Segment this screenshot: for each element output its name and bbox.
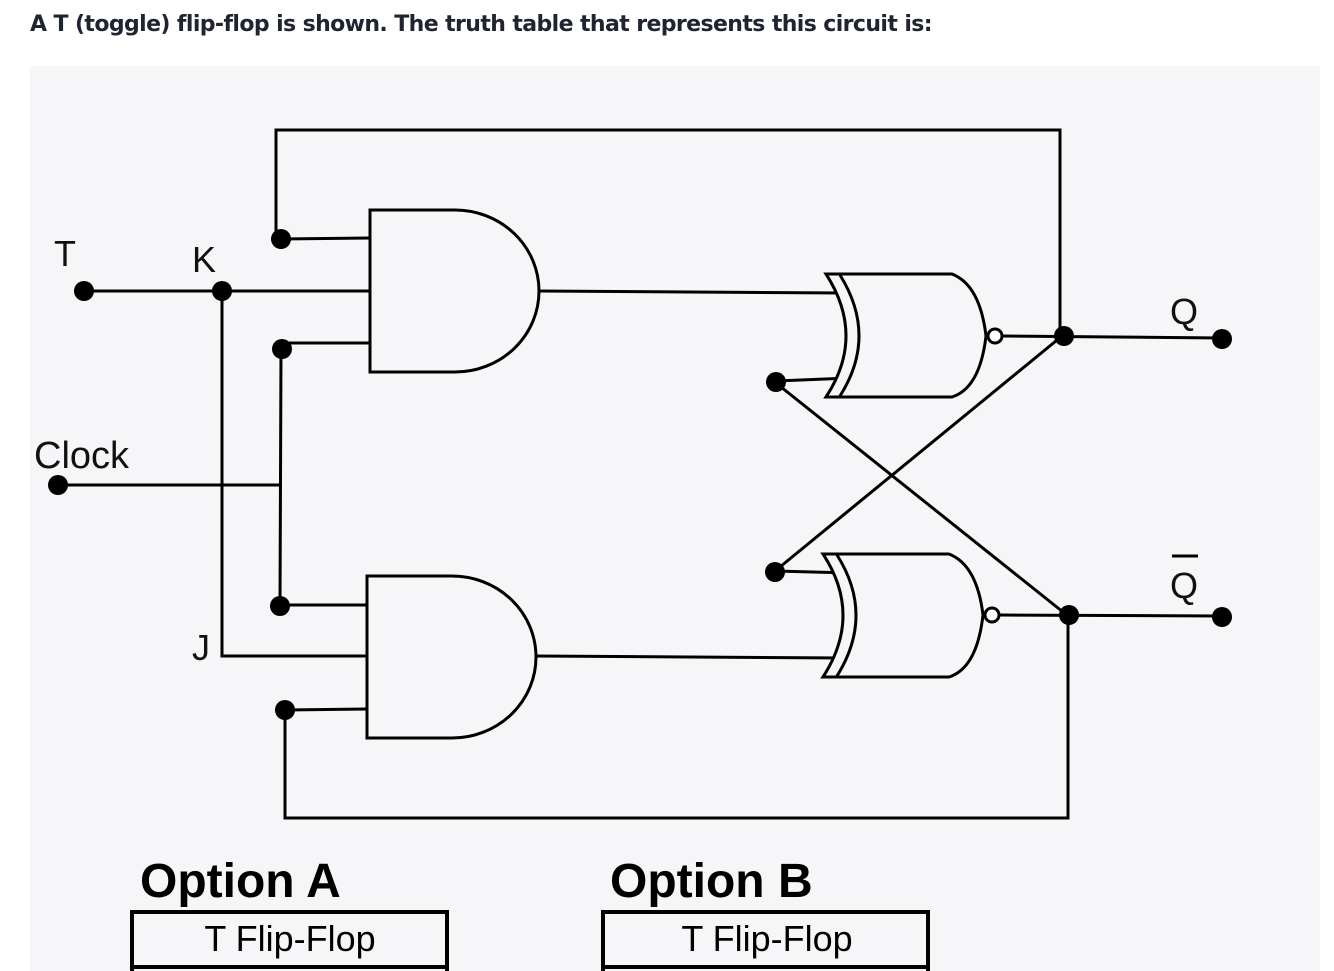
nor-gate-bottom (820, 552, 985, 679)
option-b-title: Option B (610, 855, 813, 908)
nor-gate-top-back-curve (838, 274, 861, 397)
k-label: K (192, 239, 216, 280)
q-bar-label: Q (1170, 565, 1198, 606)
nor-gate-bottom-back-curve (835, 554, 858, 677)
nor-top-bubble (986, 327, 1004, 345)
option-a-title: Option A (140, 855, 341, 908)
and-gate-top (368, 208, 541, 374)
cross-wire-2 (774, 334, 1063, 573)
and1-output-wire (537, 289, 844, 295)
clock-label: Clock (34, 435, 130, 477)
and2-output-wire (534, 654, 844, 660)
cross-wire-1 (775, 381, 1069, 618)
j-wire (220, 291, 367, 658)
circuit-figure (30, 66, 1320, 971)
q-label: Q (1170, 291, 1198, 332)
q-output-wire (1002, 334, 1223, 340)
question-text: A T (toggle) flip-flop is shown. The tru… (30, 12, 933, 37)
option-a-table (130, 910, 449, 971)
wires (58, 128, 1223, 820)
nor-gate-top (823, 272, 988, 399)
option-b-table-header: T Flip-Flop (681, 918, 852, 959)
and-gate-bottom (365, 574, 538, 740)
nor-bottom-bubble (983, 606, 1001, 624)
junction-dots (48, 229, 1232, 720)
q-bar-feedback-wire (283, 616, 1070, 820)
t-label: T (54, 233, 76, 274)
q-bar-output-wire (999, 613, 1223, 618)
option-a-table-header: T Flip-Flop (204, 918, 375, 959)
option-b-table (601, 910, 930, 971)
j-label: J (192, 627, 210, 668)
